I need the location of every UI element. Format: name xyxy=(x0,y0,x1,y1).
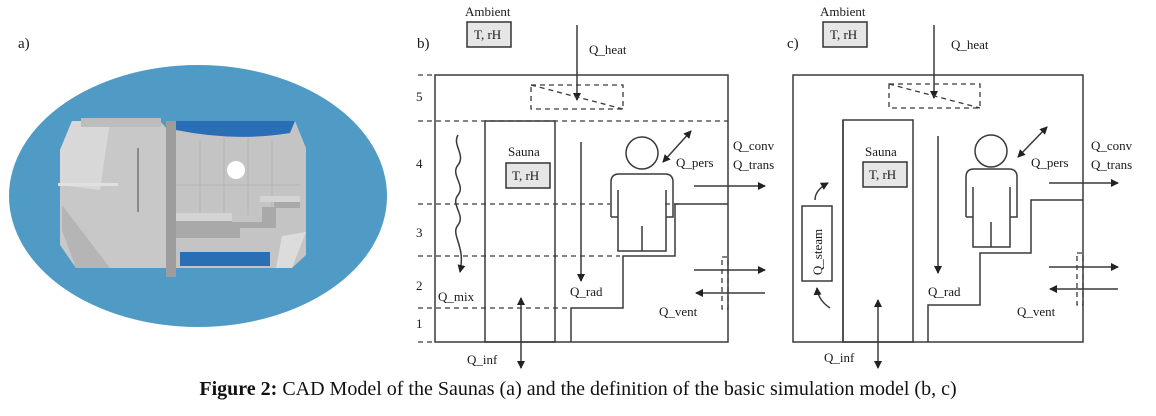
inf-label: Q_inf xyxy=(824,350,855,365)
shower-ceiling-beam xyxy=(81,118,161,127)
conv-label: Q_conv xyxy=(1091,138,1133,153)
vent-opening xyxy=(721,256,729,310)
sauna-benches xyxy=(176,198,300,238)
caption-text: CAD Model of the Saunas (a) and the defi… xyxy=(277,378,957,400)
figure-caption: Figure 2: CAD Model of the Saunas (a) an… xyxy=(0,378,1156,401)
sauna-door-corner xyxy=(276,232,306,268)
person-icon xyxy=(965,134,1018,248)
vent-label: Q_vent xyxy=(659,304,698,319)
pers-arrow xyxy=(1017,126,1048,158)
divider-wall xyxy=(166,121,176,277)
person-icon xyxy=(610,136,674,252)
heat-label: Q_heat xyxy=(951,37,989,52)
panel-a-label: a) xyxy=(18,36,30,52)
room-outline xyxy=(792,74,1084,343)
cad-model-image xyxy=(9,65,387,327)
panel-b: b) Ambient T, rH Q_heat 5 4 3 2 1 Sauna … xyxy=(416,4,775,369)
vent-opening xyxy=(1076,252,1084,306)
conv-label: Q_conv xyxy=(733,138,775,153)
inf-label: Q_inf xyxy=(467,352,498,367)
zone-5-label: 5 xyxy=(416,89,423,104)
sauna-ceiling-blue xyxy=(176,121,295,137)
room-outline xyxy=(434,74,729,343)
sauna-title: Sauna xyxy=(865,144,897,159)
sauna-vars: T, rH xyxy=(512,168,539,183)
vent-label: Q_vent xyxy=(1017,304,1056,319)
panel-a: a) xyxy=(9,36,387,327)
sauna-title: Sauna xyxy=(508,144,540,159)
pers-label: Q_pers xyxy=(1031,155,1069,170)
sauna-vars: T, rH xyxy=(869,167,896,182)
heater-diagonal xyxy=(888,83,981,109)
ambient-box xyxy=(466,21,512,48)
ambient-vars: T, rH xyxy=(474,27,501,42)
zone-3-label: 3 xyxy=(416,225,423,240)
rad-label: Q_rad xyxy=(928,284,961,299)
zone-2-label: 2 xyxy=(416,278,423,293)
bench-top xyxy=(176,213,232,221)
panel-b-label: b) xyxy=(417,36,430,52)
bench-steps xyxy=(927,199,1083,342)
mix-arrow xyxy=(455,134,466,273)
steam-generator-box xyxy=(801,205,833,282)
heater-box xyxy=(530,84,624,110)
shower-floor-shadow xyxy=(62,205,110,268)
bench-steps xyxy=(570,203,728,342)
trans-label: Q_trans xyxy=(1091,157,1132,172)
zone-4-label: 4 xyxy=(416,156,423,171)
shower-wall-light xyxy=(60,121,110,190)
sauna-box xyxy=(505,162,551,189)
ambient-title: Ambient xyxy=(820,4,866,19)
pers-label: Q_pers xyxy=(676,155,714,170)
ambient-title: Ambient xyxy=(465,4,511,19)
trans-label: Q_trans xyxy=(733,157,774,172)
sauna-window xyxy=(227,161,245,179)
mix-label: Q_mix xyxy=(438,289,475,304)
heater-diagonal xyxy=(530,84,624,110)
sauna-box xyxy=(862,161,908,188)
heat-label: Q_heat xyxy=(589,42,627,57)
caption-prefix: Figure 2: xyxy=(199,378,278,400)
shower-shelf xyxy=(58,183,118,186)
sauna-floor-blue xyxy=(180,252,270,266)
steam-in-arrow xyxy=(813,287,831,309)
steam-out-arrow xyxy=(814,182,829,201)
panel-c: c) Ambient T, rH Q_heat Q_steam Sauna T,… xyxy=(787,4,1133,369)
panel-c-label: c) xyxy=(787,36,799,52)
ambient-box xyxy=(822,21,868,48)
bench-upper-top xyxy=(260,196,300,202)
rad-label: Q_rad xyxy=(570,284,603,299)
heater-box xyxy=(888,83,981,109)
steam-label: Q_steam xyxy=(810,229,825,275)
zone-1-label: 1 xyxy=(416,316,423,331)
pers-arrow xyxy=(662,130,692,163)
ambient-vars: T, rH xyxy=(830,27,857,42)
